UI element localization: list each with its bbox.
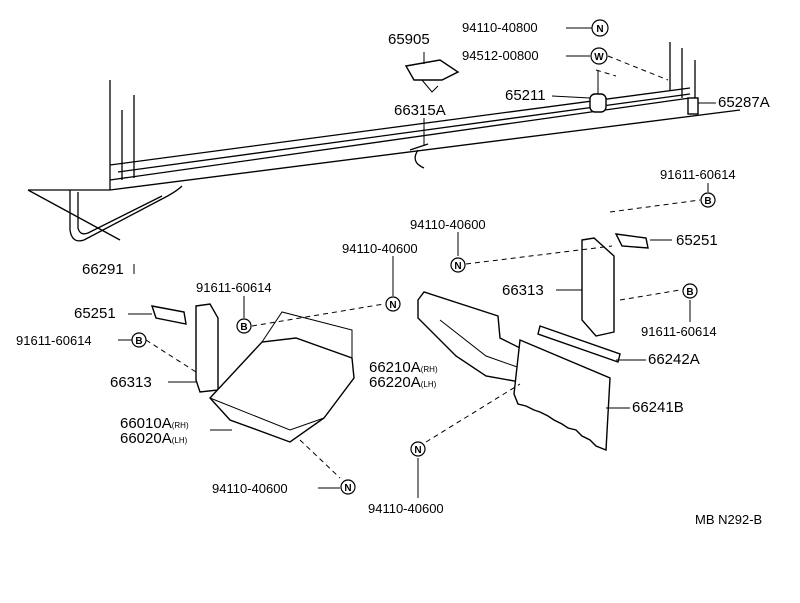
truck-body-drawing (27, 42, 741, 241)
label-94110-40600: 94110-40600 (212, 481, 288, 496)
label-66020A: 66020A(LH) (120, 430, 188, 447)
label-66291: 66291 (82, 261, 124, 278)
washer-symbol: W (594, 52, 604, 63)
fastener-symbols: N W B N N B B B N N (131, 19, 716, 495)
label-94110-40800: 94110-40800 (462, 20, 538, 35)
label-66010A: 66010A(RH) (120, 415, 189, 432)
cover-65905-drawing (404, 59, 460, 81)
nut-symbol: N (389, 300, 396, 311)
strip-66242A-drawing (537, 325, 621, 363)
mudflap-66241B-drawing (513, 338, 611, 452)
label-66315A: 66315A (394, 102, 446, 119)
label-94110-40600: 94110-40600 (342, 241, 418, 256)
nut-symbol: N (454, 261, 461, 272)
nut-symbol: N (596, 24, 603, 35)
leader-lines (118, 27, 716, 498)
label-94110-40600: 94110-40600 (368, 501, 444, 516)
label-66210A: 66210A(RH) (369, 359, 438, 376)
label-65251: 65251 (676, 232, 718, 249)
bracket-65251-upper-drawing (614, 233, 649, 249)
label-66313: 66313 (502, 282, 544, 299)
mudguard-66010A-drawing (209, 337, 355, 443)
brace-66313-left-drawing (195, 303, 219, 393)
bumper-65211-drawing (589, 93, 607, 113)
label-94512-00800: 94512-00800 (462, 48, 539, 63)
label-66242A: 66242A (648, 351, 700, 368)
nut-symbol: N (344, 483, 351, 494)
label-91611-60614: 91611-60614 (16, 333, 92, 348)
label-65251: 65251 (74, 305, 116, 322)
label-65287A: 65287A (718, 94, 770, 111)
nut-symbol: N (414, 445, 421, 456)
stop-65287A-drawing (687, 97, 699, 115)
handle-66291-drawing (69, 185, 183, 242)
latch-66315A-drawing (409, 143, 429, 169)
diagram-code: MB N292-B (695, 512, 763, 527)
handle-66291-inner (77, 192, 163, 235)
label-66241B: 66241B (632, 399, 684, 416)
label-91611-60614: 91611-60614 (641, 324, 717, 339)
label-65905: 65905 (388, 31, 430, 48)
bolt-symbol: B (686, 287, 693, 298)
label-66220A: 66220A(LH) (369, 374, 437, 391)
label-66313: 66313 (110, 374, 152, 391)
bolt-symbol: B (704, 196, 711, 207)
bolt-symbol: B (135, 336, 142, 347)
label-91611-60614: 91611-60614 (660, 167, 736, 182)
bolt-symbol: B (240, 322, 247, 333)
label-65211: 65211 (505, 87, 546, 104)
label-94110-40600: 94110-40600 (410, 217, 486, 232)
bracket-65251-left-drawing (150, 305, 187, 325)
brace-66313-right-drawing (581, 237, 615, 337)
label-91611-60614: 91611-60614 (196, 280, 272, 295)
dashed-lines (145, 55, 701, 479)
